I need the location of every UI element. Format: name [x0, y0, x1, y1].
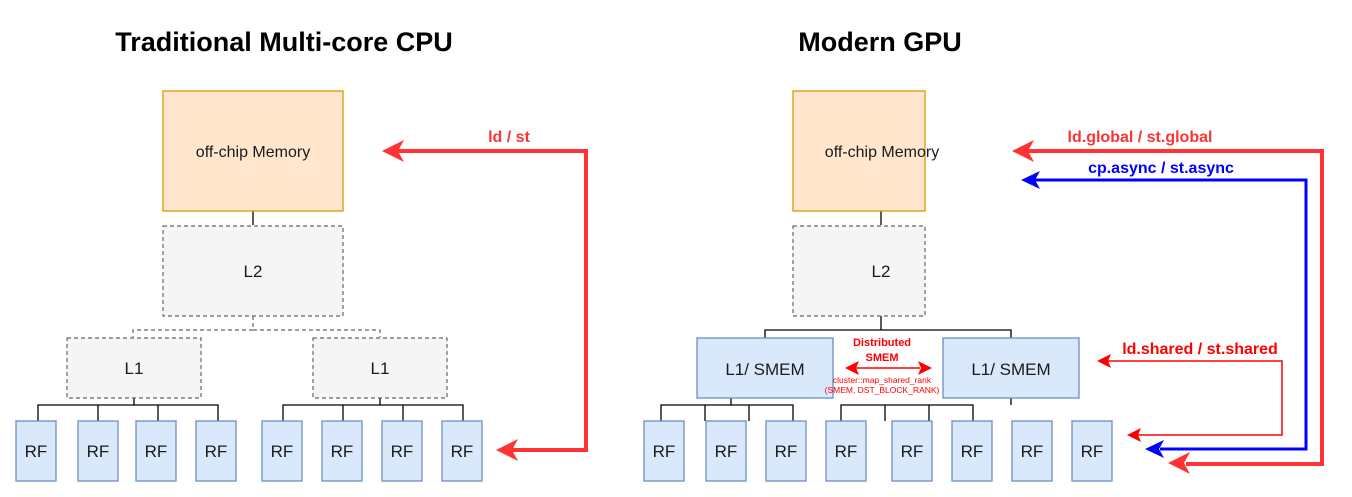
gpu-memory-label: off-chip Memory [825, 144, 939, 161]
register-file-label: RF [653, 442, 676, 461]
gpu-global-arrow: ld.global / st.global [1012, 129, 1324, 474]
gpu-l2-label: L2 [872, 262, 891, 281]
distributed-smem-label-line1: Distributed [853, 337, 911, 349]
register-file-box: RF [15, 420, 57, 482]
register-file-label: RF [715, 442, 738, 461]
register-file-label: RF [835, 442, 858, 461]
register-file-label: RF [145, 442, 168, 461]
distributed-smem-label-line2: SMEM [866, 352, 899, 364]
register-file-box: RF [381, 420, 423, 482]
register-file-label: RF [25, 442, 48, 461]
gpu-async-arrow: cp.async / st.async [1021, 160, 1308, 458]
cpu-l1-label-left: L1 [125, 359, 144, 378]
cpu-ldst-label: ld / st [488, 129, 530, 146]
map-shared-rank-label-line1: cluster::map_shared_rank [833, 375, 932, 385]
register-file-box: RF [1071, 420, 1113, 482]
register-file-label: RF [1021, 442, 1044, 461]
gpu-register-files: RF RF RF RF RF RF RF RF [643, 420, 1113, 482]
cpu-l1-box-left: L1 [66, 337, 202, 399]
register-file-box: RF [261, 420, 303, 482]
register-file-box: RF [135, 420, 177, 482]
register-file-label: RF [87, 442, 110, 461]
register-file-box: RF [951, 420, 993, 482]
register-file-label: RF [331, 442, 354, 461]
cpu-register-files: RF RF RF RF RF RF RF RF [15, 420, 483, 482]
cpu-l1-box-right: L1 [312, 337, 448, 399]
gpu-title: Modern GPU [798, 27, 962, 57]
register-file-label: RF [1081, 442, 1104, 461]
cpu-dashed-connectors [132, 316, 381, 337]
register-file-label: RF [901, 442, 924, 461]
register-file-box: RF [77, 420, 119, 482]
register-file-box: RF [1011, 420, 1053, 482]
cpu-l2-box: L2 [162, 225, 344, 317]
register-file-box: RF [321, 420, 363, 482]
gpu-memory-box: off-chip Memory [792, 90, 939, 212]
register-file-label: RF [205, 442, 228, 461]
gpu-connectors [660, 211, 1012, 421]
gpu-shared-arrow: ld.shared / st.shared [1097, 341, 1283, 442]
register-file-label: RF [391, 442, 414, 461]
cpu-connectors [37, 211, 464, 421]
register-file-box: RF [891, 420, 933, 482]
cpu-ldst-arrow: ld / st [382, 129, 588, 461]
gpu-l1-smem-box-right: L1/ SMEM [942, 337, 1080, 399]
cpu-l1-label-right: L1 [371, 359, 390, 378]
gpu-async-label: cp.async / st.async [1088, 160, 1234, 177]
gpu-shared-label: ld.shared / st.shared [1122, 341, 1278, 358]
cpu-memory-label: off-chip Memory [196, 144, 310, 161]
gpu-l1-label-left: L1/ SMEM [725, 360, 804, 379]
register-file-box: RF [825, 420, 867, 482]
register-file-box: RF [765, 420, 807, 482]
register-file-label: RF [775, 442, 798, 461]
gpu-global-label: ld.global / st.global [1068, 129, 1213, 146]
cpu-title: Traditional Multi-core CPU [115, 27, 453, 57]
map-shared-rank-label-line2: (SMEM, DST_BLOCK_RANK) [825, 385, 940, 395]
register-file-box: RF [705, 420, 747, 482]
register-file-label: RF [451, 442, 474, 461]
register-file-label: RF [961, 442, 984, 461]
gpu-l1-smem-box-left: L1/ SMEM [696, 337, 834, 399]
register-file-box: RF [195, 420, 237, 482]
distributed-smem-link: Distributed SMEM cluster::map_shared_ran… [825, 337, 940, 395]
register-file-box: RF [441, 420, 483, 482]
cpu-l2-label: L2 [244, 262, 263, 281]
register-file-box: RF [643, 420, 685, 482]
gpu-l2-box: L2 [792, 225, 926, 317]
register-file-label: RF [271, 442, 294, 461]
gpu-l1-label-right: L1/ SMEM [971, 360, 1050, 379]
cpu-memory-box: off-chip Memory [162, 90, 344, 212]
